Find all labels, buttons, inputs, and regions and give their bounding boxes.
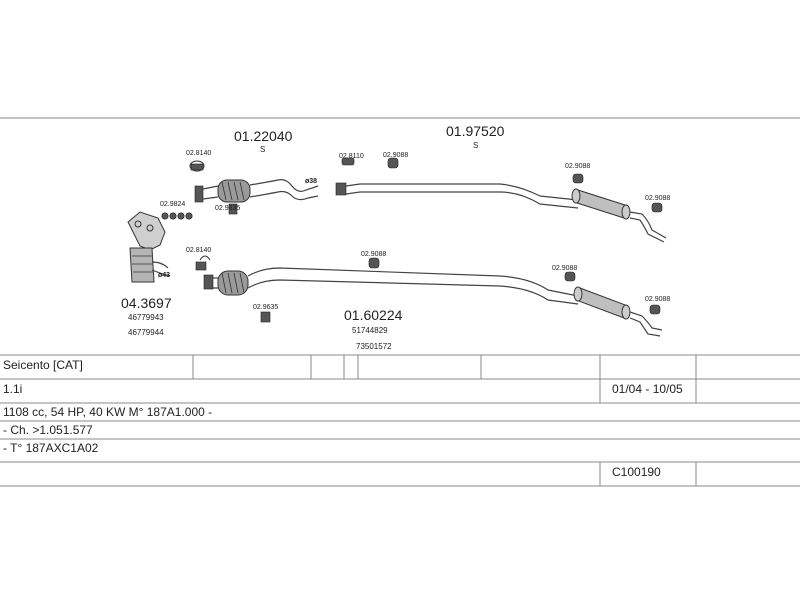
fitting-number: 02.8110 xyxy=(339,153,364,160)
code-cell: C100190 xyxy=(612,465,661,479)
fitting-number: 02.9088 xyxy=(361,251,386,258)
model-cell: Seicento [CAT] xyxy=(3,358,83,372)
hanger-icon xyxy=(341,157,663,213)
part-number-rear-top: 01.97520 xyxy=(446,123,505,139)
diameter-label: ø43 xyxy=(158,272,170,279)
part-number-front-bottom: 01.60224 xyxy=(344,307,403,323)
oem-number: 46779944 xyxy=(128,328,164,337)
fitting-number: 02.9088 xyxy=(552,265,577,272)
part-mark: S xyxy=(260,145,265,154)
type-cell: - T° 187AXC1A02 xyxy=(3,441,99,455)
fitting-number: 02.9635 xyxy=(253,304,278,311)
clamp-icon xyxy=(189,160,205,172)
fitting-number: 02.9088 xyxy=(645,195,670,202)
gasket-set xyxy=(161,212,193,220)
rear-pipe-top xyxy=(335,182,667,243)
engine-cell: 1.1i xyxy=(3,382,23,396)
front-pipe-top xyxy=(194,179,319,203)
fitting-number: 02.9824 xyxy=(160,201,185,208)
front-pipe-bottom xyxy=(195,255,663,337)
fitting-number: 02.8140 xyxy=(186,247,211,254)
part-number-catalyst: 04.3697 xyxy=(121,295,172,311)
fitting-number: 02.9088 xyxy=(383,152,408,159)
oem-number: 46779943 xyxy=(128,313,164,322)
diameter-label: ø38 xyxy=(305,178,317,185)
oem-number: 51744829 xyxy=(352,326,388,335)
bottom-hanger-icon xyxy=(260,257,661,323)
fitting-number: 02.8140 xyxy=(186,150,211,157)
fitting-number: 02.9088 xyxy=(645,296,670,303)
part-mark: S xyxy=(473,141,478,150)
part-number-front-top: 01.22040 xyxy=(234,128,293,144)
fitting-number: 02.9635 xyxy=(215,205,240,212)
spec-cell: 1108 cc, 54 HP, 40 KW M° 187A1.000 - xyxy=(3,405,213,419)
period-cell: 01/04 - 10/05 xyxy=(612,382,683,396)
oem-number: 73501572 xyxy=(356,342,392,351)
catalyst-assembly xyxy=(127,211,171,283)
bolt-icon xyxy=(228,203,238,215)
fitting-number: 02.9088 xyxy=(565,163,590,170)
chassis-cell: - Ch. >1.051.577 xyxy=(3,423,93,437)
